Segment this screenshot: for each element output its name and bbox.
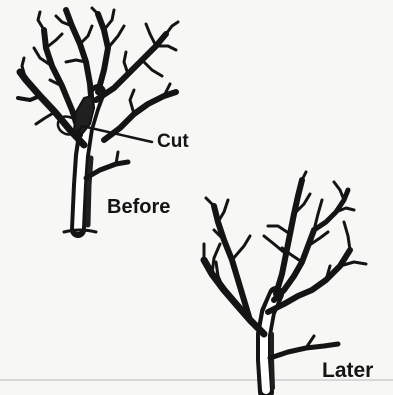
cut-label: Cut: [157, 131, 189, 153]
later-trunk-shade: [272, 334, 273, 388]
before-trunk-shade: [88, 158, 91, 225]
before-label: Before: [107, 196, 170, 219]
later-label: Later: [322, 359, 373, 383]
before-shoot: [116, 152, 118, 164]
